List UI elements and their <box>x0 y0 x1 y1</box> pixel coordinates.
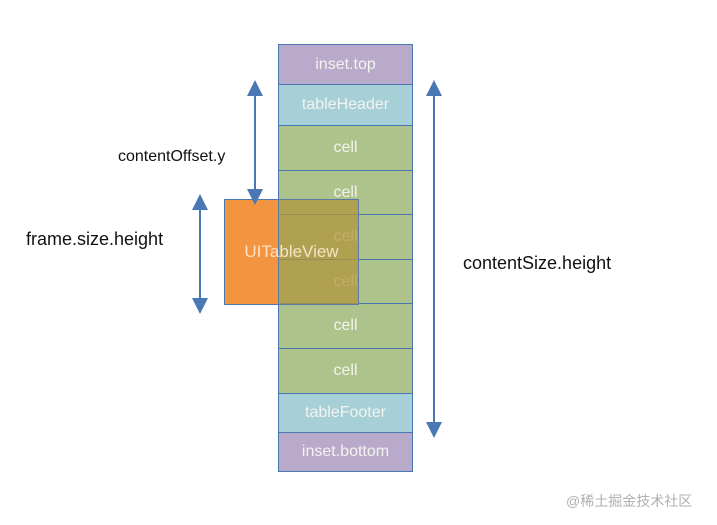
content-offset-label: contentOffset.y <box>118 148 226 165</box>
watermark: @稀土掘金技术社区 <box>566 493 693 509</box>
table-view-label: UITableView <box>244 242 339 261</box>
content-size-label: contentSize.height <box>463 253 612 273</box>
table-view-frame <box>224 199 279 305</box>
cell-block: cell <box>278 303 413 349</box>
cell-block: cell <box>278 125 413 171</box>
inset-top-block: inset.top <box>278 44 413 85</box>
table-footer-block: tableFooter <box>278 393 413 433</box>
inset-bottom-block: inset.bottom <box>278 432 413 472</box>
table-view-overlap <box>278 199 359 305</box>
frame-height-label: frame.size.height <box>26 229 164 249</box>
